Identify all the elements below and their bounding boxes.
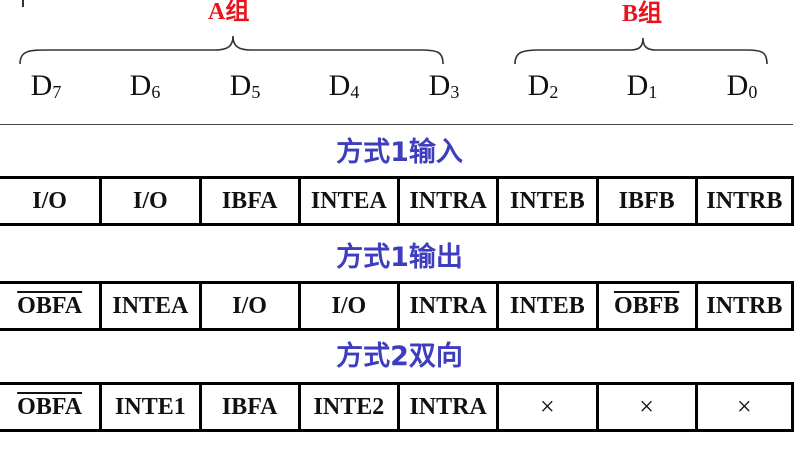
mode1-input-cell-d2: INTEB: [496, 179, 595, 223]
bit-label-d2: D2: [527, 69, 559, 102]
mode2-cell-d3: INTRA: [397, 385, 496, 429]
bit-label-d5: D5: [229, 69, 261, 102]
group-a-brace: [19, 35, 444, 65]
mode2-cell-d1-unused: ×: [595, 385, 695, 429]
mode2-bidirectional-row: OBFA INTE1 IBFA INTE2 INTRA × × ×: [0, 382, 794, 432]
obfb-signal: OBFB: [613, 292, 680, 319]
bit-label-d1: D1: [626, 69, 658, 102]
mode1-input-cell-d7: I/O: [32, 187, 67, 214]
mode1-input-cell-d3: INTRA: [397, 179, 496, 223]
bit-label-d6: D6: [129, 69, 161, 102]
mode1-output-cell-d4: I/O: [297, 284, 397, 328]
mode2-cell-d6: INTE1: [99, 385, 198, 429]
mode1-output-cell-d0: INTRB: [694, 284, 794, 328]
mode2-bidirectional-title: 方式2双向: [336, 341, 463, 372]
mode2-cell-d7: OBFA: [0, 385, 99, 429]
mode1-output-row: OBFA INTEA I/O I/O INTRA INTEB OBFB INTR…: [0, 281, 794, 331]
mode1-input-title: 方式1输入: [336, 137, 463, 168]
corner-tick: [22, 0, 24, 7]
group-braces: [19, 35, 768, 65]
mode2-cell-d5: IBFA: [198, 385, 298, 429]
mode2-cell-d2-unused: ×: [496, 385, 595, 429]
mode1-input-cell-d0: INTRB: [694, 179, 794, 223]
mode1-input-cell-d4: INTEA: [297, 179, 397, 223]
mode1-input-row: I/O I/O IBFA INTEA INTRA INTEB IBFB INTR…: [0, 176, 794, 226]
mode2-cell-d4: INTE2: [297, 385, 397, 429]
mode1-output-cell-d1: OBFB: [595, 284, 695, 328]
bit-label-d3: D3: [428, 69, 460, 102]
mode1-output-cell-d3: INTRA: [397, 284, 496, 328]
mode1-output-cell-d2: INTEB: [496, 284, 595, 328]
group-b-label: B组: [622, 1, 663, 27]
bit-label-d7: D7: [30, 69, 62, 102]
mode2-cell-d0-unused: ×: [694, 385, 794, 429]
mode1-output-title: 方式1输出: [336, 242, 463, 273]
section-divider: [0, 124, 793, 125]
obfa-signal: OBFA: [17, 393, 83, 420]
bit-label-d4: D4: [328, 69, 360, 102]
mode1-input-cell-d5: IBFA: [198, 179, 298, 223]
bit-label-d0: D0: [726, 69, 758, 102]
obfa-signal: OBFA: [17, 292, 83, 319]
mode1-input-cell-d1: IBFB: [595, 179, 695, 223]
mode1-input-cell-d6: I/O: [99, 179, 198, 223]
mode1-output-cell-d5: I/O: [198, 284, 298, 328]
group-a-label: A组: [208, 0, 250, 25]
group-b-brace: [514, 37, 768, 65]
mode1-output-cell-d7: OBFA: [0, 284, 99, 328]
mode1-output-cell-d6: INTEA: [99, 284, 198, 328]
